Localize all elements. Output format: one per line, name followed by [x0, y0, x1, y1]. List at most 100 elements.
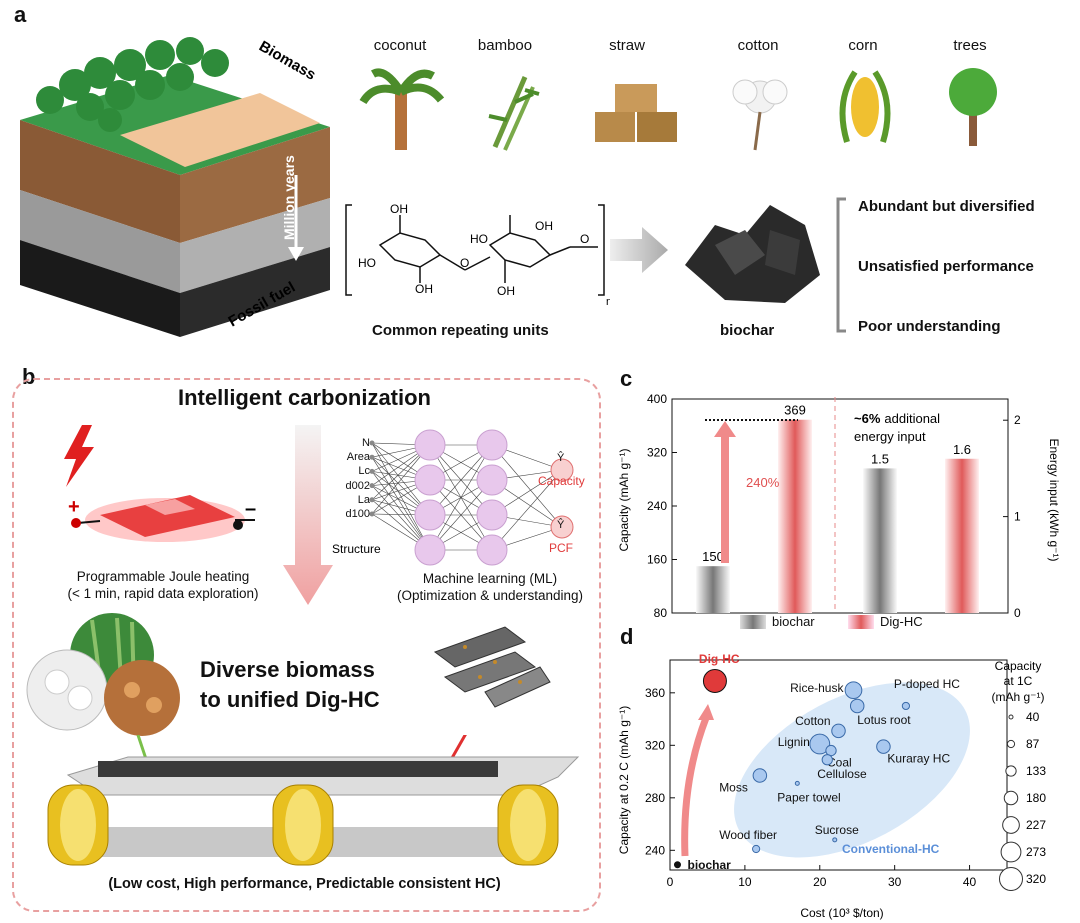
nn-input-node [369, 483, 375, 489]
chart-d-frame [669, 659, 1008, 871]
conversion-arrow [610, 227, 668, 273]
headline-line1: Diverse biomass [200, 657, 375, 682]
plus-sign: + [68, 496, 80, 518]
chart-d-xtick-label: 20 [813, 875, 827, 889]
conveyor-belt [47, 735, 580, 866]
ml-caption-line2: (Optimization & understanding) [396, 588, 584, 603]
size-legend-marker [1005, 765, 1017, 777]
biomass-icons-row [359, 68, 997, 151]
nn-input-node [369, 440, 375, 446]
o-label: O [460, 256, 469, 270]
feature-abundant: Abundant but diversified [858, 198, 1035, 215]
million-years-label: Million years [281, 155, 297, 240]
straw-field [120, 93, 320, 167]
biomass-photo-cluster [26, 613, 180, 736]
scatter-point-label: P-doped HC [894, 677, 960, 691]
panel-b-title: Intelligent carbonization [177, 385, 431, 410]
soil-layer [20, 120, 180, 243]
cotton-photo [26, 649, 108, 731]
size-legend-marker [1002, 816, 1020, 834]
nn-hidden-node [414, 499, 446, 531]
heating-plate [100, 495, 235, 537]
legend-dighc-swatch [848, 615, 874, 629]
hard-carbon-sheets [433, 626, 551, 708]
roller-right [497, 784, 559, 866]
chart-d-ytick-label: 360 [645, 686, 665, 700]
ml-output-pcf: PCF [549, 541, 573, 555]
ho-label-2: HO [470, 232, 488, 246]
roller-left [47, 784, 109, 866]
scatter-point-label: Moss [719, 781, 748, 795]
chart-d-ytick-label: 280 [645, 791, 665, 805]
biochar-caption: biochar [720, 322, 775, 339]
panel-b-footer: (Low cost, High performance, Predictable… [108, 876, 501, 892]
nn-output-node [550, 458, 574, 482]
chart-c-y2tick-label: 1 [1014, 510, 1021, 524]
scatter-point-label: Cellulose [817, 767, 867, 781]
nn-input-node [369, 497, 375, 503]
oh-label-4: OH [497, 284, 515, 298]
scatter-point-label: Paper towel [777, 790, 840, 804]
nn-hidden-node [476, 464, 508, 496]
size-legend-label: 40 [1026, 710, 1040, 724]
scatter-point [702, 669, 727, 693]
ml-input-area: Area [346, 451, 370, 464]
rock-layer [20, 190, 180, 293]
size-legend-label: 320 [1026, 872, 1046, 886]
source-label-coconut: coconut [373, 37, 427, 54]
source-label-straw: straw [609, 37, 645, 54]
ml-input-lc: Lc [358, 465, 370, 478]
biomass-label: Biomass [256, 38, 319, 84]
chart-d-ylabel: Capacity at 0.2 C (mAh g⁻¹) [617, 706, 631, 854]
scatter-point-label: Wood fiber [719, 828, 777, 842]
chart-d-ytick-label: 240 [645, 843, 665, 857]
legend-biochar-label: biochar [772, 614, 815, 629]
forest-icon [36, 37, 229, 132]
nn-input-node [369, 511, 375, 517]
minus-sign: – [245, 498, 256, 520]
bamboo-icon [488, 76, 540, 151]
headline-line2: to unified Dig-HC [200, 687, 380, 712]
chart-c-bar-biochar [696, 566, 730, 613]
chart-c-ytick-label: 400 [647, 392, 667, 406]
source-label-cotton: cotton [737, 37, 779, 54]
left-bracket [345, 204, 352, 296]
legend-biochar-swatch [740, 615, 766, 629]
scatter-point-label: Lignin [778, 735, 810, 749]
legend-dighc-label: Dig-HC [880, 614, 923, 629]
chart-c-y2tick-label: 0 [1014, 606, 1021, 620]
size-legend-label: 133 [1026, 764, 1046, 778]
chart-c-bar-biochar [863, 468, 897, 613]
ml-input-n: N [362, 437, 370, 449]
size-legend-title-3: (mAh g⁻¹) [991, 690, 1044, 704]
cotton-icon [732, 79, 788, 151]
chart-d-xtick-label: 30 [888, 875, 902, 889]
lightning-icon [64, 425, 94, 487]
neural-network-diagram: Structure [332, 429, 574, 566]
feature-bracket [836, 197, 846, 333]
process-arrow [283, 425, 333, 605]
chart-c-bar-dig-hc [945, 458, 979, 613]
negative-terminal [233, 520, 243, 530]
chart-c-bar-label: 369 [784, 403, 806, 418]
joule-caption-line2: (< 1 min, rapid data exploration) [67, 586, 259, 601]
improvement-arrow [681, 716, 710, 857]
ml-output-symbol-1: Ŷ [557, 452, 565, 464]
conventional-hc-region [734, 682, 970, 858]
feature-understanding: Poor understanding [858, 318, 1001, 335]
chart-c-ylabel: Capacity (mAh g⁻¹) [617, 448, 631, 551]
size-legend-marker [999, 867, 1023, 891]
earth-block-illustration: Biomass Million years Fossil fuel [20, 37, 330, 337]
scatter-point-label: Sucrose [815, 823, 859, 837]
chart-c-bar-label: 150 [702, 549, 724, 564]
ml-input-d002: d002 [345, 479, 370, 492]
chart-c-bar-label: 1.6 [953, 442, 971, 457]
size-legend-label: 227 [1026, 818, 1046, 832]
chart-c-y2tick-label: 2 [1014, 413, 1021, 427]
size-legend-label: 180 [1026, 791, 1046, 805]
scatter-point-label: Dig-HC [699, 652, 740, 666]
scatter-point [849, 698, 865, 714]
nn-hidden-node [414, 464, 446, 496]
o-label-2: O [580, 232, 589, 246]
